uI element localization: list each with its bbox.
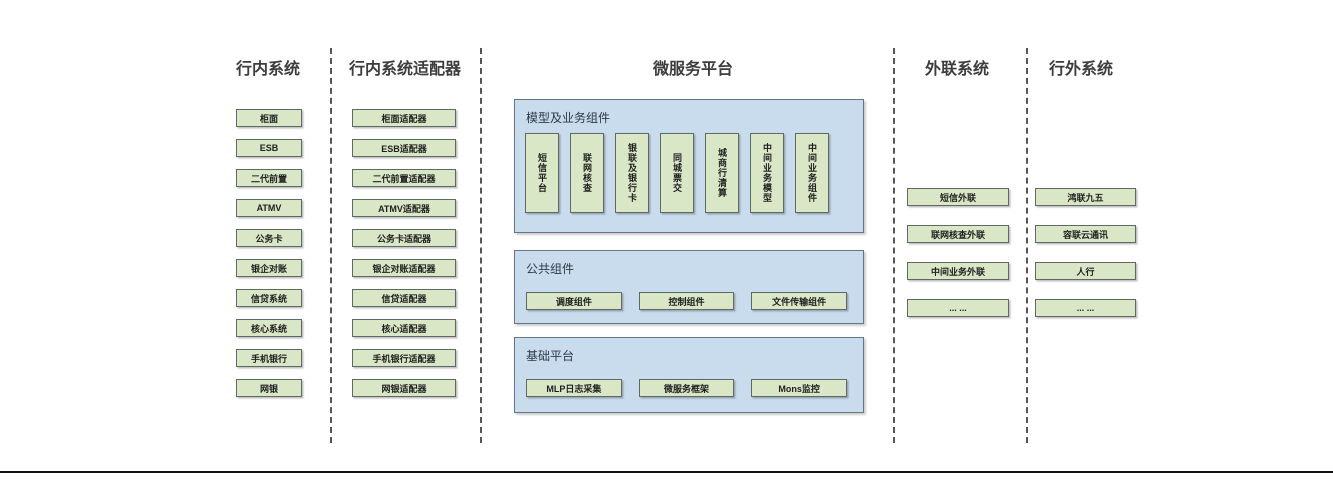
component-box: 同城票交 <box>660 133 694 213</box>
component-box: 文件传输组件 <box>751 292 848 310</box>
component-box: 中间业务组件 <box>795 133 829 213</box>
separator-line-2 <box>480 48 482 443</box>
header-internal-adapters: 行内系统适配器 <box>348 61 462 78</box>
adapter-box: 手机银行适配器 <box>352 349 456 367</box>
adapter-box: 网银适配器 <box>352 379 456 397</box>
system-box: ESB <box>236 139 302 157</box>
component-box: 微服务框架 <box>638 379 735 397</box>
outbound-systems-column: 短信外联联网核查外联中间业务外联 ... ... <box>907 188 1009 317</box>
component-box: 短信平台 <box>525 133 559 213</box>
panel-common-components: 公共组件 调度组件控制组件文件传输组件 <box>514 250 864 324</box>
adapter-box: 核心适配器 <box>352 319 456 337</box>
panel-label: 基础平台 <box>526 349 575 363</box>
component-box: 银联及银行卡 <box>615 133 649 213</box>
system-box: 容联云通讯 <box>1035 225 1136 243</box>
base-platform-row: MLP日志采集微服务框架 Mons监控 <box>515 364 863 397</box>
system-box: 网银 <box>236 379 302 397</box>
separator-line-3 <box>893 48 895 443</box>
system-box: 银企对账 <box>236 259 302 277</box>
internal-adapters-column: 柜面适配器 ESB适配器二代前置适配器 ATMV适配器公务卡适配器银企对账适配器信贷… <box>352 109 456 397</box>
internal-systems-column: 柜面 ESB 二代前置 ATMV 公务卡银企对账信贷系统核心系统手机银行网银 <box>236 109 302 397</box>
system-box: ATMV <box>236 199 302 217</box>
component-box: 城商行清算 <box>705 133 739 213</box>
adapter-box: 二代前置适配器 <box>352 169 456 187</box>
system-box: 核心系统 <box>236 319 302 337</box>
panel-model-business-components: 模型及业务组件 短信平台联网核查银联及银行卡同城票交城商行清算中间业务模型中间业… <box>514 99 864 233</box>
panel-label: 模型及业务组件 <box>526 111 611 125</box>
model-components-row: 短信平台联网核查银联及银行卡同城票交城商行清算中间业务模型中间业务组件 <box>515 126 863 213</box>
system-box: 短信外联 <box>907 188 1009 206</box>
system-box: 手机银行 <box>236 349 302 367</box>
adapter-box: 信贷适配器 <box>352 289 456 307</box>
panel-base-platform: 基础平台 MLP日志采集微服务框架 Mons监控 <box>514 337 864 413</box>
system-box: 联网核查外联 <box>907 225 1009 243</box>
component-box: MLP日志采集 <box>526 379 622 397</box>
adapter-box: ESB适配器 <box>352 139 456 157</box>
common-components-row: 调度组件控制组件文件传输组件 <box>515 277 863 310</box>
system-box: 中间业务外联 <box>907 262 1009 280</box>
system-box: 柜面 <box>236 109 302 127</box>
bottom-rule <box>0 471 1333 473</box>
component-box: 控制组件 <box>638 292 735 310</box>
component-box: Mons监控 <box>751 379 848 397</box>
system-box: 信贷系统 <box>236 289 302 307</box>
component-box: 调度组件 <box>526 292 622 310</box>
separator-line-1 <box>330 48 332 443</box>
system-box: ... ... <box>907 299 1009 317</box>
system-box: 人行 <box>1035 262 1136 280</box>
component-box: 联网核查 <box>570 133 604 213</box>
adapter-box: 银企对账适配器 <box>352 259 456 277</box>
header-internal-systems: 行内系统 <box>235 61 301 78</box>
system-box: 公务卡 <box>236 229 302 247</box>
adapter-box: ATMV适配器 <box>352 199 456 217</box>
header-microservice-platform: 微服务平台 <box>652 61 734 78</box>
separator-line-4 <box>1026 48 1028 443</box>
header-outbound-systems: 外联系统 <box>924 61 990 78</box>
adapter-box: 柜面适配器 <box>352 109 456 127</box>
panel-label: 公共组件 <box>526 262 575 276</box>
component-box: 中间业务模型 <box>750 133 784 213</box>
header-external-systems: 行外系统 <box>1048 61 1114 78</box>
system-box: 鸿联九五 <box>1035 188 1136 206</box>
system-box: ... ... <box>1035 299 1136 317</box>
system-box: 二代前置 <box>236 169 302 187</box>
external-systems-column: 鸿联九五容联云通讯人行 ... ... <box>1035 188 1136 317</box>
adapter-box: 公务卡适配器 <box>352 229 456 247</box>
